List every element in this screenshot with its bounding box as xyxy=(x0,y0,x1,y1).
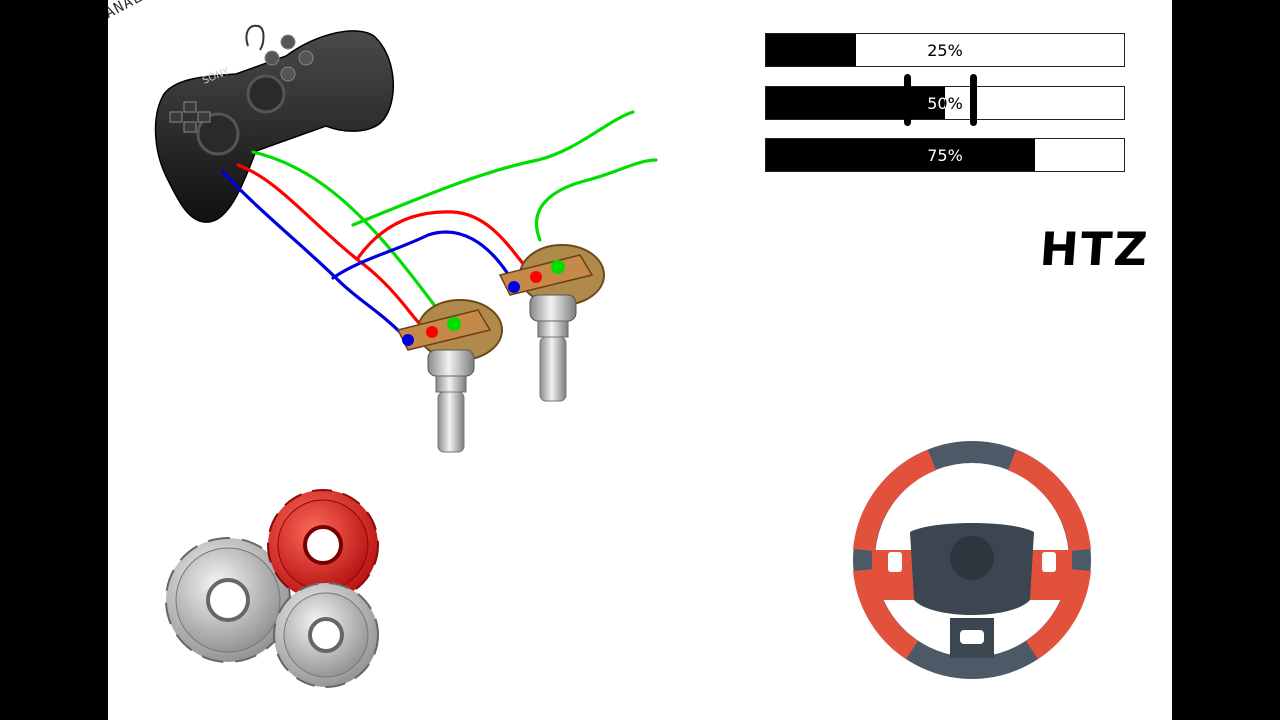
progress-label: 50% xyxy=(927,93,963,113)
progress-fill xyxy=(766,139,1035,171)
steering-wheel-icon xyxy=(853,441,1091,679)
wire-green xyxy=(351,110,635,227)
wire-red xyxy=(236,163,428,332)
diagram-drawing: SONY xyxy=(154,24,1091,688)
wire-green xyxy=(534,158,658,242)
hand-drawn-marker xyxy=(904,74,911,126)
wire-green xyxy=(251,150,440,312)
diagram-canvas: SONY xyxy=(108,0,1172,720)
handwritten-label: HTZ xyxy=(1038,222,1152,276)
wire-blue xyxy=(221,170,405,337)
progress-label: 75% xyxy=(927,145,963,165)
wire-blue xyxy=(331,230,515,284)
progress-fill xyxy=(766,87,945,119)
gamepad-icon: SONY xyxy=(154,24,395,223)
potentiometer-2 xyxy=(498,244,605,402)
gears-icon xyxy=(165,489,379,688)
progress-bar-50: 50% xyxy=(765,86,1125,120)
progress-label: 25% xyxy=(927,40,963,60)
hand-drawn-marker xyxy=(970,74,977,126)
progress-bar-75: 75% xyxy=(765,138,1125,172)
progress-fill xyxy=(766,34,856,66)
potentiometer-1 xyxy=(396,299,503,453)
progress-bar-25: 25% xyxy=(765,33,1125,67)
wire-red xyxy=(356,210,530,272)
wires xyxy=(221,110,658,337)
